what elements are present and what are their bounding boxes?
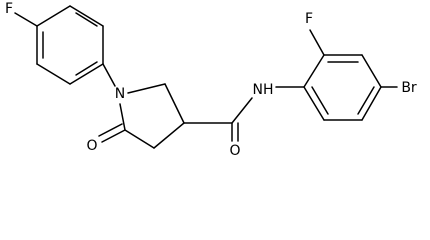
nitrogen-label: N	[115, 86, 125, 102]
double-bond	[98, 123, 123, 137]
oxygen-label: O	[229, 143, 240, 159]
bond	[127, 83, 166, 94]
bond	[102, 63, 116, 87]
oxygen-label: O	[86, 138, 97, 154]
bond	[303, 54, 325, 88]
bond	[119, 103, 126, 131]
bond	[303, 86, 325, 121]
bond	[69, 5, 104, 27]
amide-nh-label: NH	[253, 82, 274, 98]
bond	[361, 86, 382, 121]
bond	[36, 63, 71, 85]
bond	[164, 83, 185, 124]
double-bond	[311, 86, 329, 115]
double-bond	[101, 129, 126, 143]
bond	[14, 12, 38, 27]
fluorine-label: F	[5, 1, 13, 17]
pyrrolidinone-ring	[119, 83, 185, 149]
bond	[309, 29, 325, 56]
double-bond	[357, 86, 375, 115]
fluorophenyl-ring-left	[36, 5, 104, 85]
fluorine-label: F	[305, 11, 313, 27]
bond	[231, 97, 253, 124]
bromine-label: Br	[401, 80, 417, 96]
bond	[36, 5, 71, 27]
bond	[153, 122, 185, 149]
double-bond	[75, 61, 98, 76]
bromofluorophenyl-ring-right	[303, 54, 382, 121]
bond	[361, 54, 382, 88]
chemical-structure: F N O O NH F Br	[5, 1, 417, 159]
double-bond	[75, 12, 98, 27]
bond	[124, 129, 155, 149]
bond	[69, 63, 104, 85]
